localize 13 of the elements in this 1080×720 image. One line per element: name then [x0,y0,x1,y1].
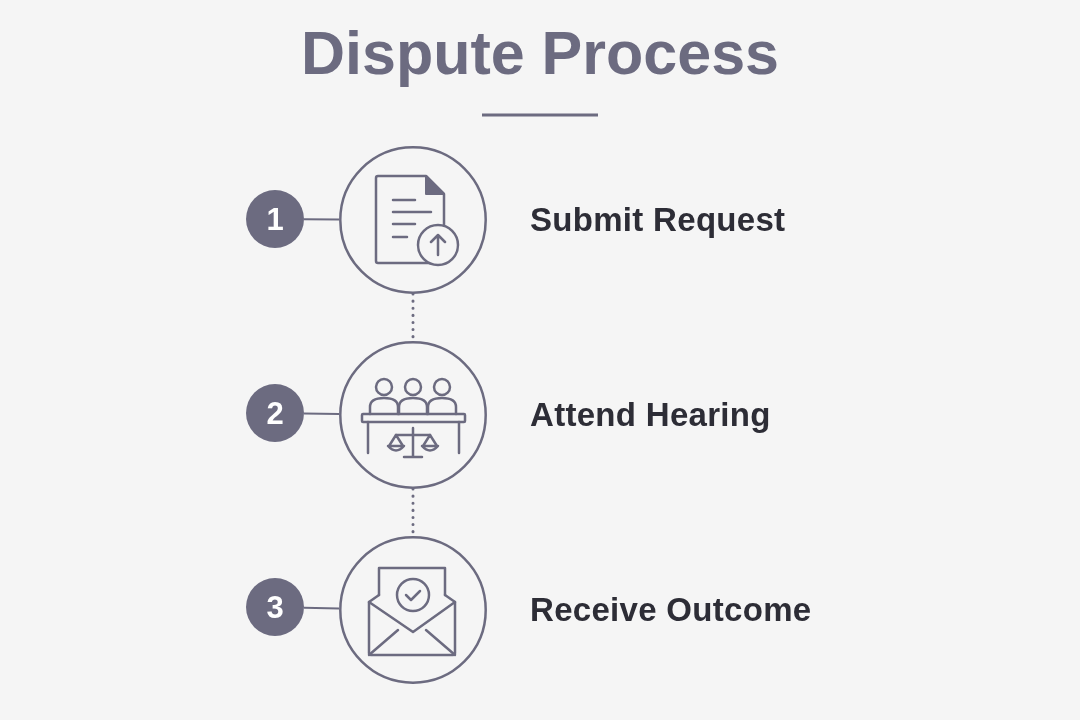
step-number-badge: 2 [246,384,304,442]
step-circle [339,536,487,684]
connector-line [303,218,340,221]
step-label: Submit Request [530,200,786,240]
title: Dispute Process [301,20,779,88]
step-label: Receive Outcome [530,590,812,630]
step-label: Attend Hearing [530,395,771,435]
connector-line [303,412,340,415]
connector-line [303,606,340,610]
step-circle [339,341,487,489]
step-number-badge: 3 [246,578,304,636]
step-number-badge: 1 [246,190,304,248]
step-circle [339,146,487,294]
